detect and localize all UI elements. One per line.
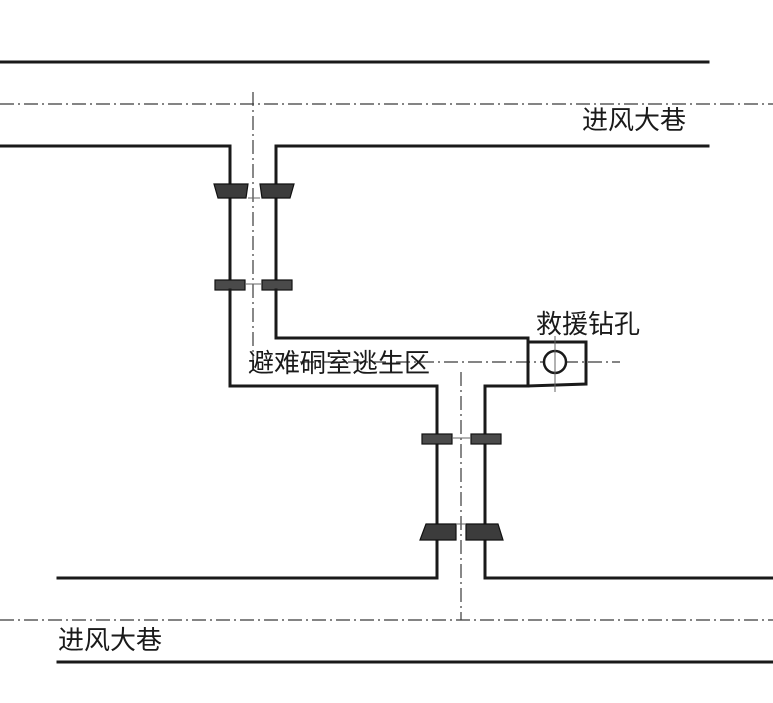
bottom-roadway bbox=[0, 576, 773, 664]
top-roadway-label: 进风大巷 bbox=[582, 106, 687, 136]
chamber-top-wall bbox=[274, 336, 530, 344]
top-roadway-lower-wall-left bbox=[0, 144, 232, 198]
lower-passage bbox=[419, 372, 504, 620]
chamber-label: 避难硐室逃生区 bbox=[248, 349, 431, 379]
top-roadway bbox=[0, 60, 773, 198]
lower-protective-door-right-leaf bbox=[465, 523, 504, 541]
upper-passage bbox=[213, 92, 295, 388]
top-roadway-lower-wall-right bbox=[274, 144, 710, 198]
chamber-bottom-wall-right bbox=[483, 384, 530, 434]
protective-door-left-leaf bbox=[213, 183, 249, 199]
protective-door-right-leaf bbox=[259, 183, 295, 199]
lower-airtight-door-left-leaf bbox=[421, 433, 453, 445]
borehole-label: 救援钻孔 bbox=[536, 310, 641, 340]
lower-airtight-door-right-leaf bbox=[470, 433, 502, 445]
lower-protective-door-left-leaf bbox=[419, 523, 457, 541]
bottom-roadway-label: 进风大巷 bbox=[58, 626, 163, 656]
chamber-bottom-wall-left bbox=[228, 384, 439, 434]
borehole-niche bbox=[526, 340, 588, 388]
